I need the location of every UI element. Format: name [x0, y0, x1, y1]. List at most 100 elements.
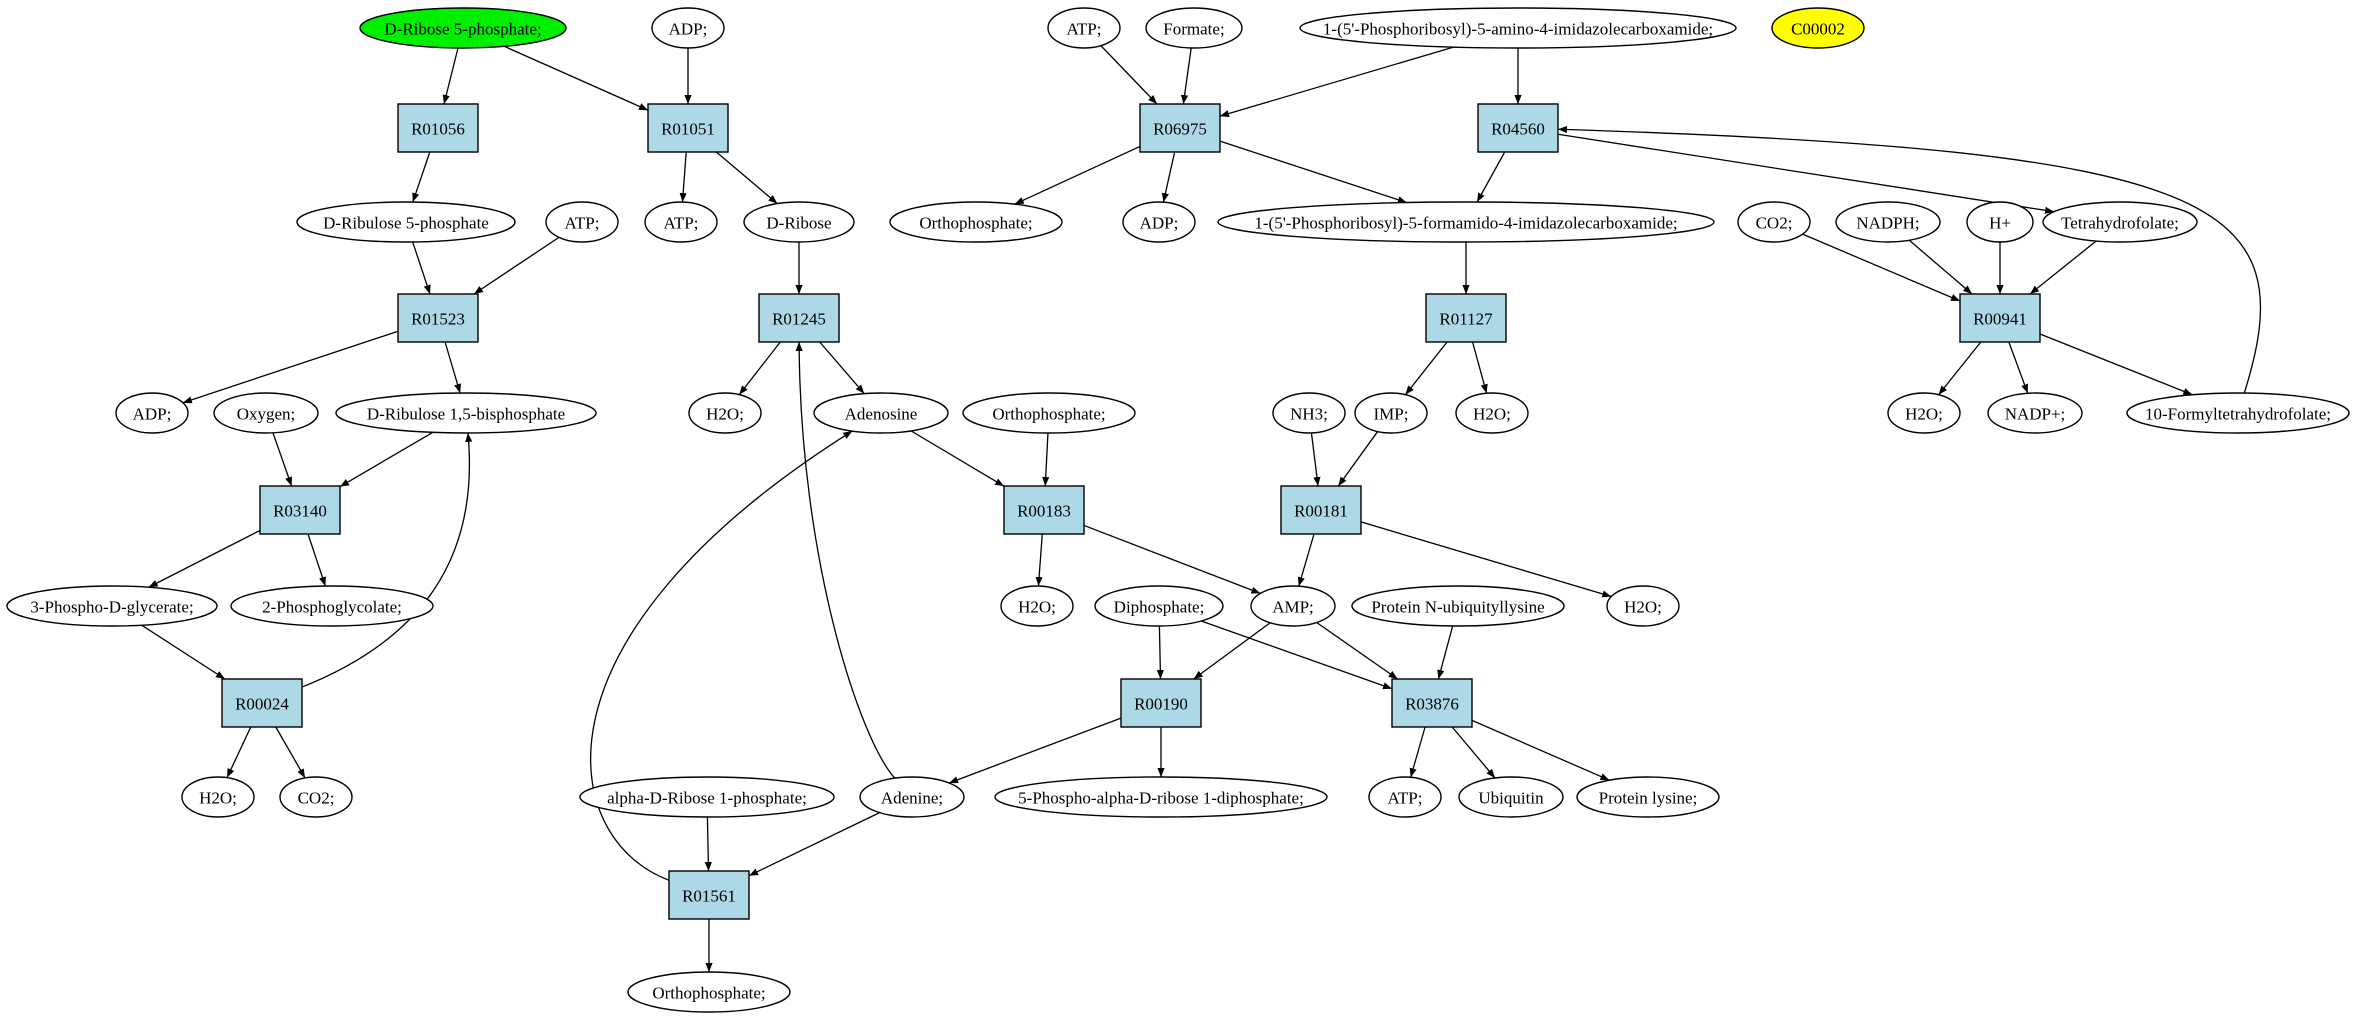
reaction-node-R01056[interactable]: R01056 — [397, 103, 479, 153]
reaction-node-R00183[interactable]: R00183 — [1003, 485, 1085, 535]
compound-node-adp_l[interactable]: ADP; — [115, 392, 189, 434]
edge-r_R03876-to-c_plys — [1471, 719, 1610, 781]
node-label: D-Ribose — [766, 214, 831, 233]
compound-node-atp_b[interactable]: ATP; — [1368, 776, 1442, 818]
compound-node-nadph[interactable]: NADPH; — [1835, 201, 1941, 243]
compound-ellipse — [1351, 585, 1565, 627]
compound-node-adp_top[interactable]: ADP; — [651, 7, 725, 49]
edge-r_R06975-to-c_faicar — [1219, 140, 1408, 204]
compound-node-pnub[interactable]: Protein N-ubiquityllysine — [1351, 585, 1565, 627]
node-label: CO2; — [298, 789, 335, 808]
compound-node-h2o_c[interactable]: H2O; — [1887, 392, 1961, 434]
reaction-node-R00941[interactable]: R00941 — [1959, 293, 2041, 343]
compound-node-co2_l[interactable]: CO2; — [279, 776, 353, 818]
compound-node-h2o_d[interactable]: H2O; — [1000, 585, 1074, 627]
reaction-node-R01127[interactable]: R01127 — [1425, 293, 1507, 343]
edge-r_R03876-to-c_atp_b — [1409, 726, 1426, 778]
compound-node-h2o_f[interactable]: H2O; — [181, 776, 255, 818]
compound-node-r5p[interactable]: D-Ribose 5-phosphate; — [359, 7, 567, 49]
compound-node-fthf[interactable]: 10-Formyltetrahydrofolate; — [2126, 392, 2350, 434]
compound-node-rubp[interactable]: D-Ribulose 1,5-bisphosphate — [335, 392, 597, 434]
reaction-node-R00181[interactable]: R00181 — [1280, 485, 1362, 535]
compound-ellipse — [813, 392, 949, 434]
edge-r_R06975-to-c_pi_top — [1014, 145, 1141, 205]
compound-node-nadp[interactable]: NADP+; — [1987, 392, 2083, 434]
compound-ellipse — [545, 201, 619, 243]
compound-node-nh3[interactable]: NH3; — [1272, 392, 1346, 434]
compound-node-imp[interactable]: IMP; — [1354, 392, 1428, 434]
compound-node-c00002[interactable]: C00002 — [1771, 7, 1865, 49]
reaction-node-R06975[interactable]: R06975 — [1139, 103, 1221, 153]
compound-node-faicar[interactable]: 1-(5'-Phosphoribosyl)-5-formamido-4-imid… — [1217, 201, 1715, 243]
node-label: ADP; — [1140, 214, 1179, 233]
edge-c_formate-to-r_R06975 — [1181, 47, 1192, 105]
compound-ellipse — [1047, 7, 1121, 49]
compound-ellipse — [688, 392, 762, 434]
reaction-node-R03876[interactable]: R03876 — [1391, 678, 1473, 728]
compound-node-adenosine[interactable]: Adenosine — [813, 392, 949, 434]
compound-node-amp[interactable]: AMP; — [1250, 585, 1336, 627]
reaction-box — [259, 485, 341, 535]
reaction-node-R00024[interactable]: R00024 — [221, 678, 303, 728]
compound-ellipse — [1458, 776, 1564, 818]
reaction-node-R00190[interactable]: R00190 — [1120, 678, 1202, 728]
compound-node-diphos[interactable]: Diphosphate; — [1094, 585, 1224, 627]
compound-node-pi_bot[interactable]: Orthophosphate; — [627, 971, 791, 1013]
node-label: R04560 — [1491, 120, 1545, 139]
edge-c_pi_mid-to-r_R00183 — [1042, 432, 1050, 487]
compound-node-pi_top[interactable]: Orthophosphate; — [889, 201, 1063, 243]
reaction-node-R01245[interactable]: R01245 — [758, 293, 840, 343]
reaction-box — [397, 103, 479, 153]
reaction-node-R04560[interactable]: R04560 — [1477, 103, 1559, 153]
reaction-node-R01523[interactable]: R01523 — [397, 293, 479, 343]
compound-node-thf[interactable]: Tetrahydrofolate; — [2042, 201, 2198, 243]
edge-r_R01245-to-c_adenosine — [819, 341, 865, 395]
compound-node-ru5p[interactable]: D-Ribulose 5-phosphate — [296, 201, 516, 243]
node-label: 3-Phospho-D-glycerate; — [30, 598, 193, 617]
compound-node-atp_l[interactable]: ATP; — [545, 201, 619, 243]
reaction-node-R01051[interactable]: R01051 — [647, 103, 729, 153]
node-label: R01523 — [411, 310, 465, 329]
compound-node-formate[interactable]: Formate; — [1145, 7, 1243, 49]
compound-node-2pgly[interactable]: 2-Phosphoglycolate; — [230, 585, 434, 627]
compound-node-hplus[interactable]: H+ — [1966, 201, 2034, 243]
compound-node-ar1p[interactable]: alpha-D-Ribose 1-phosphate; — [579, 776, 835, 818]
compound-ellipse — [2042, 201, 2198, 243]
compound-ellipse — [213, 392, 319, 434]
compound-node-aicar[interactable]: 1-(5'-Phosphoribosyl)-5-amino-4-imidazol… — [1299, 7, 1737, 49]
compound-node-dribose[interactable]: D-Ribose — [743, 201, 855, 243]
compound-node-atp_top[interactable]: ATP; — [1047, 7, 1121, 49]
compound-node-prpp[interactable]: 5-Phospho-alpha-D-ribose 1-diphosphate; — [994, 776, 1328, 818]
compound-node-h2o_b[interactable]: H2O; — [1455, 392, 1529, 434]
compound-node-h2o_a[interactable]: H2O; — [688, 392, 762, 434]
compound-node-h2o_e[interactable]: H2O; — [1606, 585, 1680, 627]
compound-ellipse — [1250, 585, 1336, 627]
compound-node-3pg[interactable]: 3-Phospho-D-glycerate; — [6, 585, 218, 627]
edge-r_R00181-to-c_amp — [1297, 533, 1315, 587]
node-label: Formate; — [1163, 20, 1224, 39]
compound-node-plys[interactable]: Protein lysine; — [1576, 776, 1720, 818]
node-label: ADP; — [669, 20, 708, 39]
node-label: NADPH; — [1856, 214, 1919, 233]
compound-node-pi_mid[interactable]: Orthophosphate; — [962, 392, 1136, 434]
node-label: H2O; — [1018, 598, 1056, 617]
compound-ellipse — [1455, 392, 1529, 434]
compound-node-adenine[interactable]: Adenine; — [859, 776, 965, 818]
node-label: Tetrahydrofolate; — [2061, 214, 2179, 233]
compound-node-co2_r[interactable]: CO2; — [1737, 201, 1811, 243]
node-label: H2O; — [1624, 598, 1662, 617]
compound-ellipse — [1771, 7, 1865, 49]
node-label: R01051 — [661, 120, 715, 139]
edge-r_R01051-to-c_atp_m — [679, 151, 687, 203]
node-label: H2O; — [706, 405, 744, 424]
compound-node-adp_m[interactable]: ADP; — [1122, 201, 1196, 243]
compound-node-atp_m[interactable]: ATP; — [644, 201, 718, 243]
node-label: ADP; — [133, 405, 172, 424]
compound-node-oxygen[interactable]: Oxygen; — [213, 392, 319, 434]
compound-ellipse — [181, 776, 255, 818]
reaction-node-R03140[interactable]: R03140 — [259, 485, 341, 535]
compound-node-ubiq[interactable]: Ubiquitin — [1458, 776, 1564, 818]
compound-ellipse — [230, 585, 434, 627]
node-label: R01056 — [411, 120, 465, 139]
reaction-node-R01561[interactable]: R01561 — [668, 870, 750, 920]
